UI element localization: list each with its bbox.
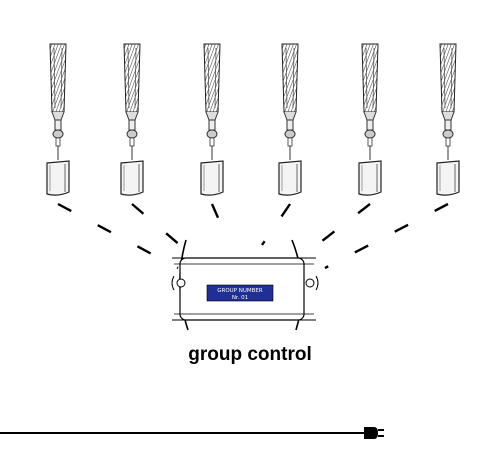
connection-line (131, 203, 196, 259)
connector-icon (126, 119, 138, 160)
device-unit (120, 43, 144, 196)
control-box-icon: GROUP NUMBER Nr. 01 (171, 239, 319, 331)
lamp-unit-icon (46, 160, 70, 196)
device-unit (278, 43, 302, 196)
device-unit (358, 43, 382, 196)
connection-lines (57, 202, 449, 270)
connector-icon (52, 119, 64, 160)
connection-line (57, 202, 179, 270)
connector-icon (442, 119, 454, 160)
solar-panel-icon (49, 43, 67, 121)
controller-label: GROUP NUMBER Nr. 01 (206, 284, 274, 302)
connection-line (261, 203, 291, 246)
lamp-unit-icon (358, 160, 382, 196)
power-plug-icon (364, 427, 384, 439)
diagram-caption: group control (188, 344, 312, 365)
solar-panel-icon (123, 43, 141, 121)
device-group (46, 43, 460, 196)
controller-label-line1: GROUP NUMBER (217, 288, 263, 294)
lamp-unit-icon (436, 160, 460, 196)
solar-panel-icon (281, 43, 299, 121)
solar-panel-icon (361, 43, 379, 121)
solar-panel-icon (439, 43, 457, 121)
connector-icon (284, 119, 296, 160)
lamp-unit-icon (278, 160, 302, 196)
connection-line (324, 202, 449, 270)
lamp-unit-icon (120, 160, 144, 196)
lamp-unit-icon (200, 160, 224, 196)
connection-line (210, 203, 232, 246)
device-unit (436, 43, 460, 196)
device-unit (46, 43, 70, 196)
connection-line (299, 203, 371, 259)
connector-icon (206, 119, 218, 160)
solar-panel-icon (203, 43, 221, 121)
controller-label-line2: Nr. 01 (232, 295, 248, 301)
connector-icon (364, 119, 376, 160)
device-unit (200, 43, 224, 196)
